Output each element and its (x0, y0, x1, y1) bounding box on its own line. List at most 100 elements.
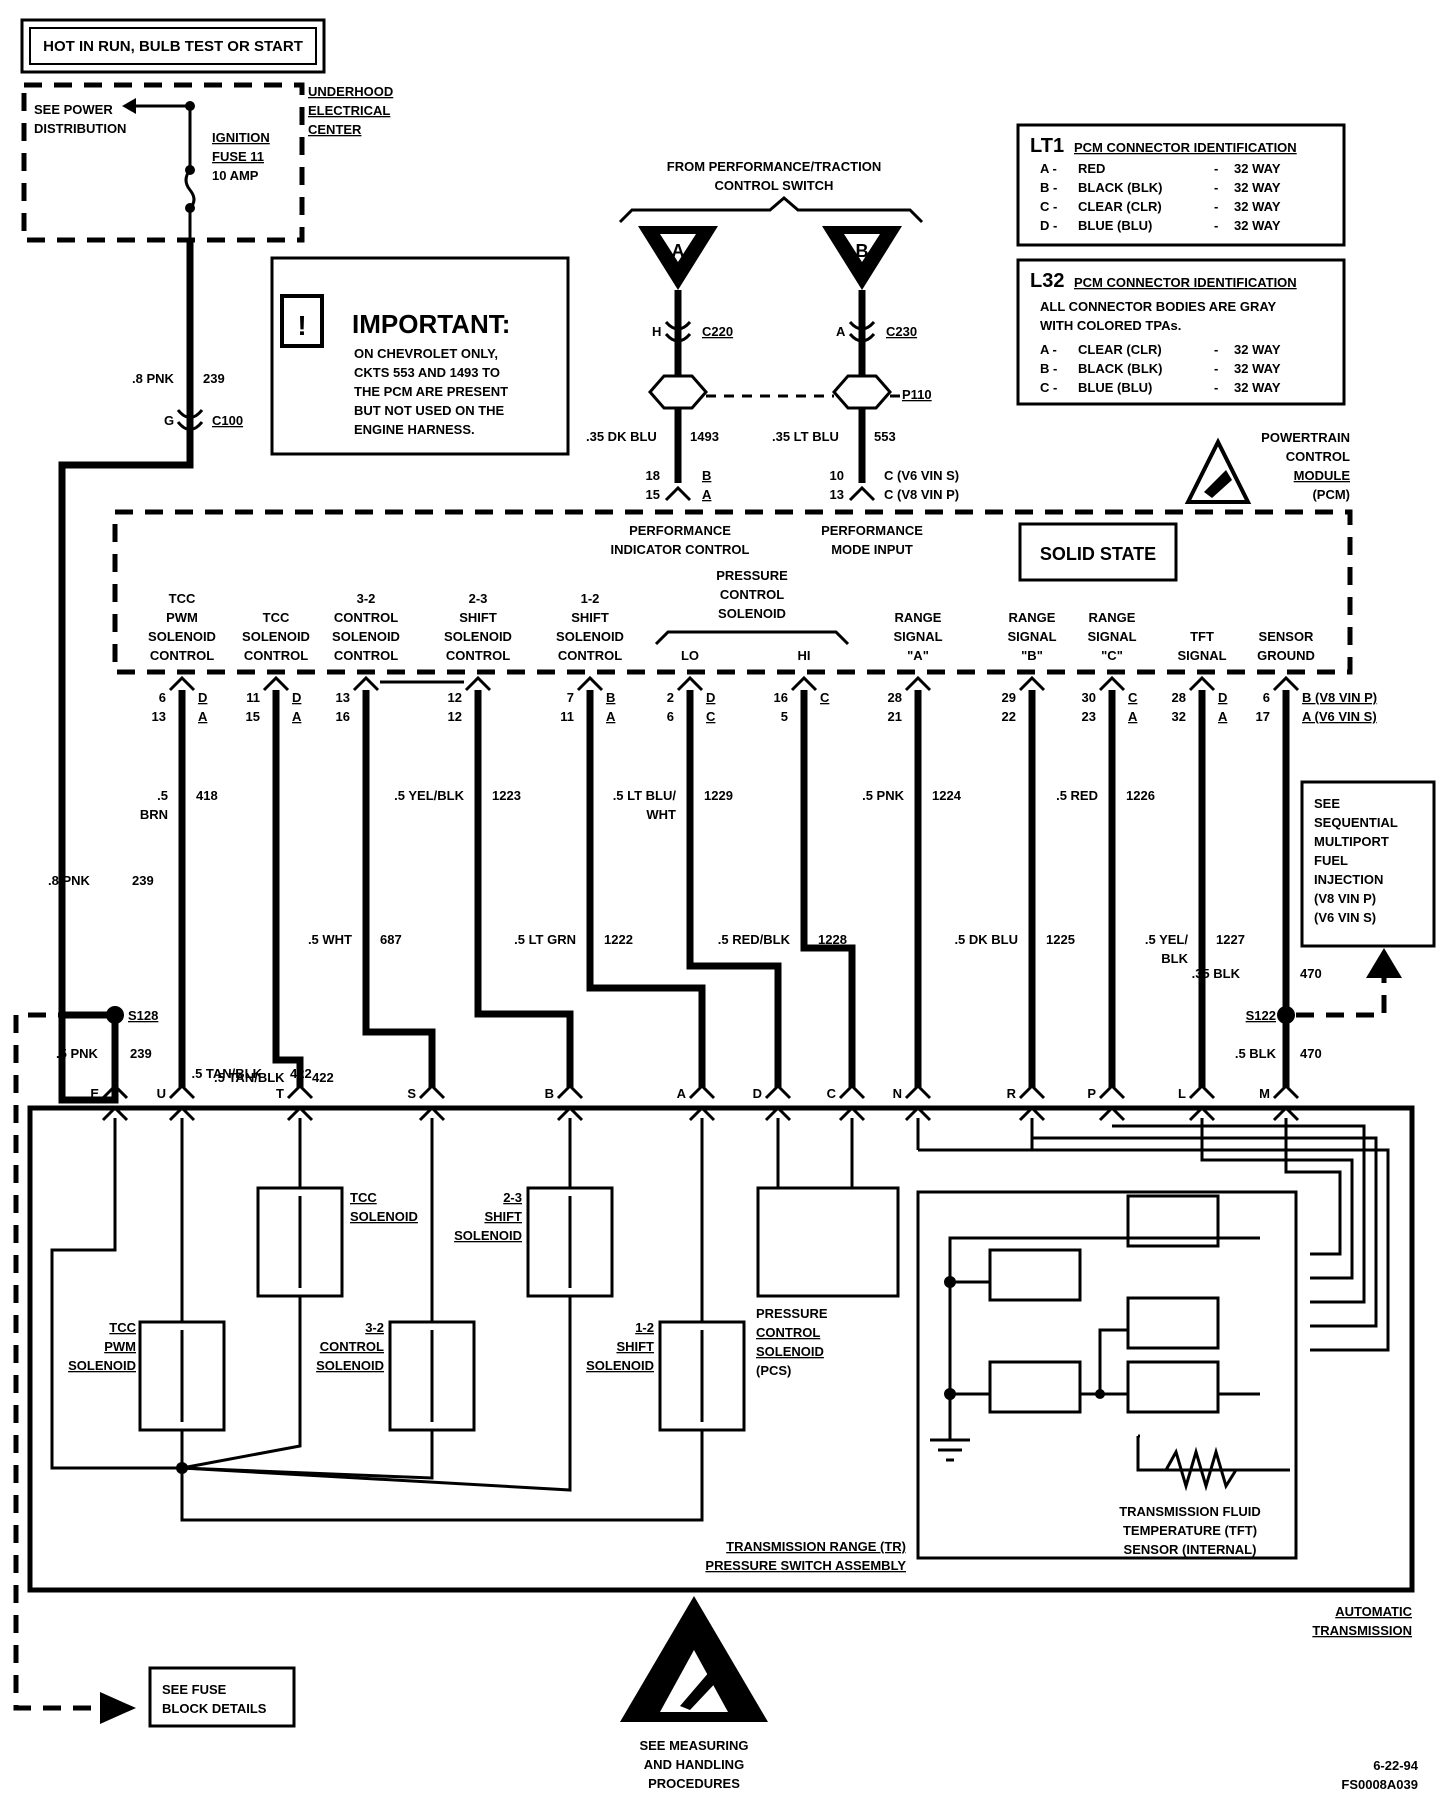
pin-chevron-icon (1272, 675, 1300, 692)
tft-sensor-icon (1164, 1446, 1238, 1492)
pcm-pin-number: 28 (888, 690, 902, 705)
pcm-channel-label: PWM (166, 610, 198, 625)
pin-chevron-icon (1188, 675, 1216, 692)
pin-chevron-icon (790, 675, 818, 692)
pcm-pin-number: 32 (1172, 709, 1186, 724)
lt1-row-dash: - (1214, 199, 1218, 214)
important-line-4: BUT NOT USED ON THE (354, 403, 505, 418)
pressure-switch-3 (1126, 1296, 1220, 1350)
pcm-pin-number: 21 (888, 709, 902, 724)
pcm-pin-number: 15 (246, 709, 260, 724)
shift23-label-3: SOLENOID (454, 1228, 522, 1243)
esd-line-2: AND HANDLING (644, 1757, 744, 1772)
lt1-row-color: BLUE (BLU) (1078, 218, 1152, 233)
sensor-ground-ckt: 470 (1300, 966, 1322, 981)
pcm-channel-label: 1-2 (581, 591, 600, 606)
arrow-left-icon (122, 98, 136, 114)
trans-pin-chevron-icon (904, 1083, 932, 1100)
pcm-pin-connector: B (V8 VIN P) (1302, 690, 1377, 705)
lt1-row-color: RED (1078, 161, 1105, 176)
l32-title: PCM CONNECTOR IDENTIFICATION (1074, 275, 1297, 290)
tft-label-3: SENSOR (INTERNAL) (1124, 1542, 1257, 1557)
left-wire-color: .35 DK BLU (586, 429, 657, 444)
pcm-pin-connector: A (1128, 709, 1138, 724)
tcc-pwm-label-2: PWM (104, 1339, 136, 1354)
lt1-connector-table: LT1 PCM CONNECTOR IDENTIFICATION A -RED-… (1016, 123, 1346, 247)
pcm-pin-number: 12 (448, 690, 462, 705)
underhood-title-3: CENTER (308, 122, 362, 137)
pcm-pin-connector: D (1218, 690, 1227, 705)
wire-color-label: .5 WHT (308, 932, 352, 947)
top-banner: HOT IN RUN, BULB TEST OR START (20, 18, 326, 74)
pcm-channel-label: CONTROL (244, 648, 308, 663)
fuse-block-note: SEE FUSE BLOCK DETAILS (148, 1666, 296, 1728)
sfi-line: SEQUENTIAL (1314, 815, 1398, 830)
perf-indicator-2: INDICATOR CONTROL (611, 542, 750, 557)
l32-row-code: C - (1040, 380, 1057, 395)
pcm-pin-number: 6 (667, 709, 674, 724)
s128-label: S128 (128, 1008, 158, 1023)
sfi-line: MULTIPORT (1314, 834, 1389, 849)
important-line-2: CKTS 553 AND 1493 TO (354, 365, 500, 380)
wire-circuit-label: 1224 (932, 788, 962, 803)
fuse-block-2: BLOCK DETAILS (162, 1701, 267, 1716)
wire-circuit-label: 1227 (1216, 932, 1245, 947)
shift12-label-1: 1-2 (635, 1320, 654, 1335)
left-pcm-conn-1: B (702, 468, 711, 483)
auto-trans-1: AUTOMATIC (1335, 1604, 1412, 1619)
l32-connector-table: L32 PCM CONNECTOR IDENTIFICATION ALL CON… (1016, 258, 1346, 406)
pcm-pin-number: 13 (152, 709, 166, 724)
trans-pin-chevron-icon (101, 1083, 129, 1100)
pcm-pin-connector: A (1218, 709, 1228, 724)
pin-chevron-icon (576, 675, 604, 692)
fuse-label-1: IGNITION (212, 130, 270, 145)
l32-row-dash: - (1214, 361, 1218, 376)
trans-pin-chevron-icon (556, 1083, 584, 1100)
tr-label-1: TRANSMISSION RANGE (TR) (726, 1539, 906, 1554)
mid-wire-ckt: 239 (132, 873, 154, 888)
trans-pin-letter: L (1178, 1086, 1186, 1101)
see-power-1: SEE POWER (34, 102, 113, 117)
top-banner-text: HOT IN RUN, BULB TEST OR START (43, 38, 303, 55)
pcm-channel-label: SIGNAL (1007, 629, 1056, 644)
wire-color-label: .5 (157, 788, 168, 803)
tr-pressure-switch-assembly (916, 1190, 1298, 1560)
l32-note-2: WITH COLORED TPAs. (1040, 318, 1181, 333)
pcm-channel-label: 3-2 (357, 591, 376, 606)
trans-pin-letter: E (90, 1086, 99, 1101)
pcm-channel-label: SOLENOID (242, 629, 310, 644)
trans-pin-chevron-icon (418, 1105, 446, 1122)
esd-line-3: PROCEDURES (648, 1776, 740, 1791)
pcs-label-1: PRESSURE (756, 1306, 828, 1321)
ctrl32-label-1: 3-2 (365, 1320, 384, 1335)
c100-pin: G (164, 413, 174, 428)
pcm-module: POWERTRAIN CONTROL MODULE (PCM) PERFORMA… (112, 430, 1377, 1081)
pressure-switch-2 (988, 1248, 1082, 1302)
pcm-pin-connector: A (292, 709, 302, 724)
l32-row-color: BLACK (BLK) (1078, 361, 1162, 376)
trans-pin-chevron-icon (904, 1105, 932, 1122)
pcm-channel-label: SOLENOID (556, 629, 624, 644)
lt1-row-dash: - (1214, 218, 1218, 233)
trans-pin-chevron-icon (764, 1083, 792, 1100)
trans-pin-chevron-icon (1018, 1083, 1046, 1100)
pcm-pin-connector: B (606, 690, 615, 705)
solid-state-label: SOLID STATE (1040, 544, 1156, 564)
pressure-switch-4 (988, 1360, 1082, 1414)
trans-pin-letter: B (545, 1086, 554, 1101)
tft-label-1: TRANSMISSION FLUID (1119, 1504, 1261, 1519)
pcm-pin-connector: C (1128, 690, 1138, 705)
left-pcm-pin-1: 18 (646, 468, 660, 483)
sensor-ground-wire: .35 BLK (1192, 966, 1241, 981)
wire-color-label: BLK (1161, 951, 1188, 966)
pcm-pin-number: 22 (1002, 709, 1016, 724)
c220-pin: H (652, 324, 661, 339)
pcm-channel-label: 2-3 (469, 591, 488, 606)
important-icon: ! (297, 310, 306, 341)
sfi-line: FUEL (1314, 853, 1348, 868)
lt1-row-dash: - (1214, 161, 1218, 176)
lt1-row-ways: 32 WAY (1234, 161, 1281, 176)
lt1-row-code: D - (1040, 218, 1057, 233)
splice-s128 (106, 1006, 124, 1024)
pcm-pin-number: 2 (667, 690, 674, 705)
